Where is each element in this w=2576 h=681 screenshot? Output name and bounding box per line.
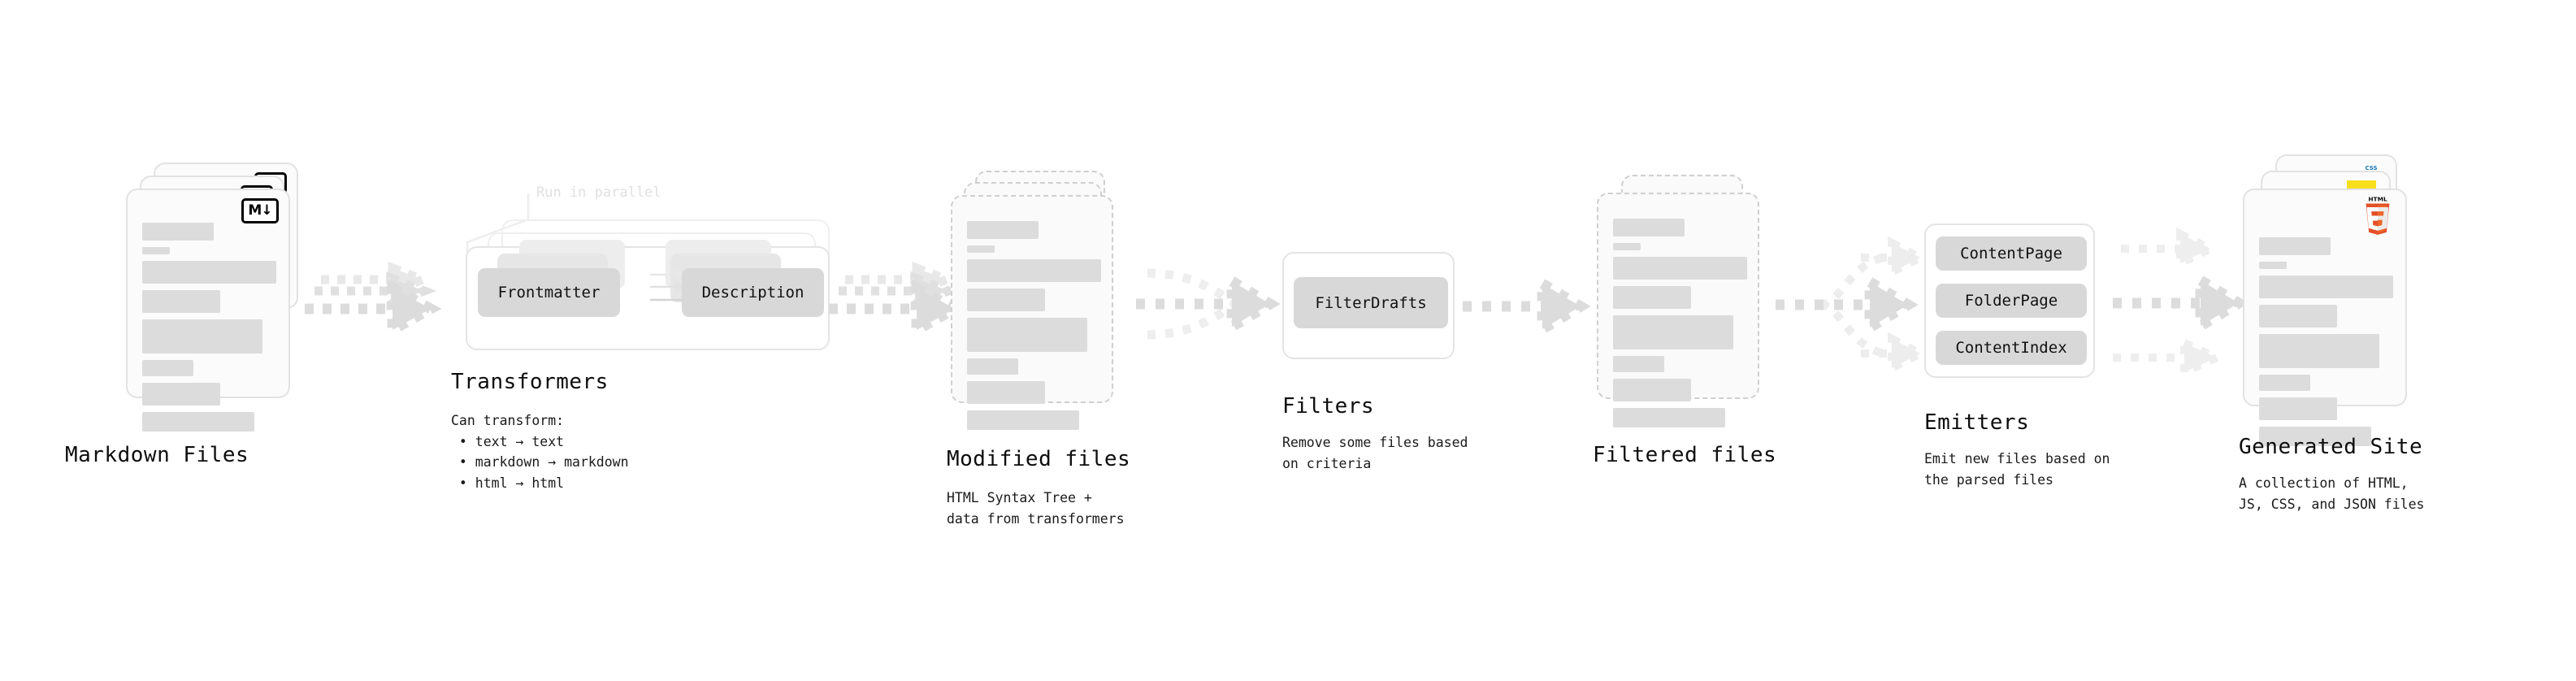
content-bar bbox=[967, 245, 995, 253]
content-bar bbox=[1613, 286, 1691, 309]
content-bar bbox=[142, 223, 214, 241]
emitter-chip-contentpage-label: ContentPage bbox=[1960, 245, 2062, 262]
modified-file-stack bbox=[951, 171, 1123, 430]
arrow-filtered-to-emitters bbox=[1776, 236, 1929, 375]
content-bar bbox=[142, 290, 220, 313]
stage-markdown-files: M↓ M↓ M↓ Markdown Files bbox=[65, 163, 298, 467]
content-bar bbox=[2259, 305, 2337, 327]
stage-filtered-files: Filtered files bbox=[1593, 175, 1776, 467]
content-bar bbox=[2259, 427, 2371, 446]
stage-subtitle-transformers: Can transform: • text → text • markdown … bbox=[451, 413, 629, 491]
content-bar bbox=[967, 318, 1087, 352]
content-bar bbox=[1613, 257, 1747, 280]
generated-html-content bbox=[2259, 237, 2393, 453]
arrow-transformers-to-modified bbox=[829, 262, 966, 340]
stage-subtitle-emitters: Emit new files based on the parsed files bbox=[1924, 451, 2110, 488]
content-bar bbox=[142, 412, 254, 432]
transformer-chip-description-label: Description bbox=[701, 284, 804, 301]
content-bar bbox=[142, 360, 193, 376]
content-bar bbox=[1613, 408, 1725, 427]
content-bar bbox=[2259, 237, 2331, 255]
content-bar bbox=[967, 381, 1045, 404]
stage-title-markdown-files: Markdown Files bbox=[65, 443, 249, 467]
filters-group: FilterDrafts bbox=[1282, 252, 1455, 359]
stage-title-transformers: Transformers bbox=[451, 370, 609, 394]
stage-title-filters: Filters bbox=[1282, 394, 1375, 419]
arrow-markdown-to-transformers bbox=[305, 262, 442, 340]
emitter-chip-folderpage[interactable]: FolderPage bbox=[1936, 284, 2087, 318]
filtered-file-stack bbox=[1597, 175, 1769, 427]
content-bar bbox=[142, 261, 276, 284]
stage-subtitle-filters: Remove some files based on criteria bbox=[1282, 435, 1468, 471]
markdown-file-stack: M↓ M↓ M↓ bbox=[126, 163, 298, 432]
svg-text:HTML: HTML bbox=[2368, 196, 2387, 203]
content-bar bbox=[2259, 262, 2287, 269]
content-bar bbox=[142, 247, 170, 254]
arrow-filters-to-filtered bbox=[1463, 274, 1591, 339]
content-bar bbox=[2259, 375, 2310, 391]
emitter-chip-contentindex[interactable]: ContentIndex bbox=[1936, 331, 2087, 365]
content-bar bbox=[967, 288, 1045, 311]
transformer-chip-frontmatter-label: Frontmatter bbox=[497, 284, 601, 301]
content-bar bbox=[1613, 243, 1641, 250]
generated-html-file: HTML bbox=[2243, 189, 2407, 446]
emitters-group: ContentPage FolderPage ContentIndex bbox=[1924, 223, 2095, 378]
transformer-chip-frontmatter[interactable]: Frontmatter bbox=[478, 268, 620, 317]
content-bar bbox=[2259, 275, 2393, 298]
content-bar bbox=[142, 383, 220, 406]
filter-chip-filterdrafts-label: FilterDrafts bbox=[1315, 293, 1427, 312]
content-bar bbox=[1613, 379, 1691, 401]
markdown-file-front: M↓ bbox=[126, 189, 290, 432]
content-bar bbox=[142, 319, 262, 354]
content-bar bbox=[1613, 219, 1685, 236]
emitter-chip-folderpage-label: FolderPage bbox=[1964, 292, 2058, 310]
modified-file-content bbox=[967, 221, 1101, 436]
emitter-chip-contentindex-label: ContentIndex bbox=[1955, 339, 2067, 357]
markdown-file-content bbox=[142, 223, 276, 438]
content-bar bbox=[967, 358, 1018, 375]
content-bar bbox=[967, 410, 1079, 430]
stage-subtitle-generated-site: A collection of HTML, JS, CSS, and JSON … bbox=[2239, 475, 2425, 512]
content-bar bbox=[1613, 315, 1733, 349]
arrow-emitters-to-site bbox=[2113, 228, 2249, 379]
content-bar bbox=[1613, 356, 1664, 372]
stage-title-generated-site: Generated Site bbox=[2239, 435, 2423, 459]
transformer-chip-description[interactable]: Description bbox=[682, 268, 824, 317]
stage-modified-files: Modified files HTML Syntax Tree + data f… bbox=[947, 171, 1130, 527]
modified-file-front bbox=[951, 195, 1113, 430]
content-bar bbox=[967, 259, 1101, 282]
stage-title-filtered-files: Filtered files bbox=[1593, 443, 1777, 467]
generated-site-stack: CSS HTML bbox=[2243, 154, 2415, 446]
filter-chip-filterdrafts[interactable]: FilterDrafts bbox=[1294, 277, 1448, 328]
filtered-file-front bbox=[1597, 193, 1759, 427]
run-in-parallel-annotation: Run in parallel bbox=[536, 184, 661, 201]
filtered-file-content bbox=[1613, 219, 1747, 434]
content-bar bbox=[967, 221, 1039, 239]
stage-subtitle-modified-files: HTML Syntax Tree + data from transformer… bbox=[947, 490, 1125, 527]
content-bar bbox=[2259, 334, 2379, 368]
stage-title-modified-files: Modified files bbox=[947, 447, 1131, 471]
arrow-modified-to-filters bbox=[1136, 268, 1281, 340]
content-bar bbox=[2259, 397, 2337, 420]
stage-title-emitters: Emitters bbox=[1924, 410, 2030, 435]
emitter-chip-contentpage[interactable]: ContentPage bbox=[1936, 236, 2087, 271]
html5-icon: HTML bbox=[2361, 196, 2394, 235]
markdown-badge: M↓ bbox=[241, 198, 279, 223]
stage-generated-site: CSS HTML bbox=[2239, 154, 2424, 512]
